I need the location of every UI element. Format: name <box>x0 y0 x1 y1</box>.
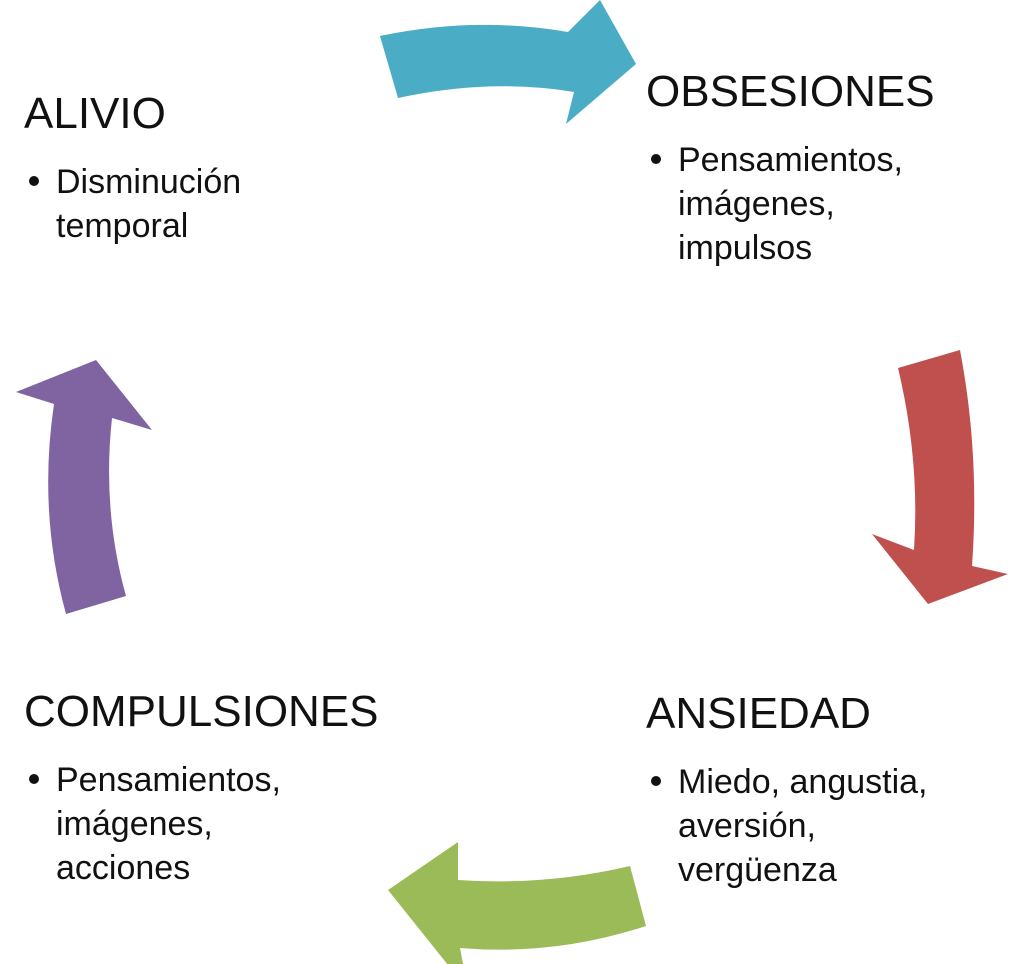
arrow-alivio-to-obsesiones <box>380 0 636 124</box>
arrow-compulsiones-to-alivio <box>16 360 152 614</box>
node-title-ansiedad: ANSIEDAD <box>646 689 871 738</box>
node-title-alivio: ALIVIO <box>24 89 166 138</box>
node-list-ansiedad: Miedo, angustia, aversión, vergüenza <box>646 760 978 892</box>
node-detail-ansiedad: Miedo, angustia, aversión, vergüenza <box>646 760 978 892</box>
node-list-alivio: Disminución temporal <box>24 160 356 248</box>
node-obsesiones: OBSESIONES Pensamientos, imágenes, impul… <box>646 66 978 270</box>
node-list-obsesiones: Pensamientos, imágenes, impulsos <box>646 138 978 270</box>
node-compulsiones: COMPULSIONES Pensamientos, imágenes, acc… <box>24 686 379 890</box>
arrow-obsesiones-to-ansiedad <box>872 350 1008 604</box>
node-list-compulsiones: Pensamientos, imágenes, acciones <box>24 758 379 890</box>
node-detail-compulsiones: Pensamientos, imágenes, acciones <box>24 758 356 890</box>
arrow-ansiedad-to-compulsiones <box>388 842 646 964</box>
node-alivio: ALIVIO Disminución temporal <box>24 88 356 248</box>
node-detail-obsesiones: Pensamientos, imágenes, impulsos <box>646 138 978 270</box>
node-title-obsesiones: OBSESIONES <box>646 67 935 116</box>
node-detail-alivio: Disminución temporal <box>24 160 356 248</box>
node-title-compulsiones: COMPULSIONES <box>24 687 379 736</box>
node-ansiedad: ANSIEDAD Miedo, angustia, aversión, verg… <box>646 688 978 892</box>
